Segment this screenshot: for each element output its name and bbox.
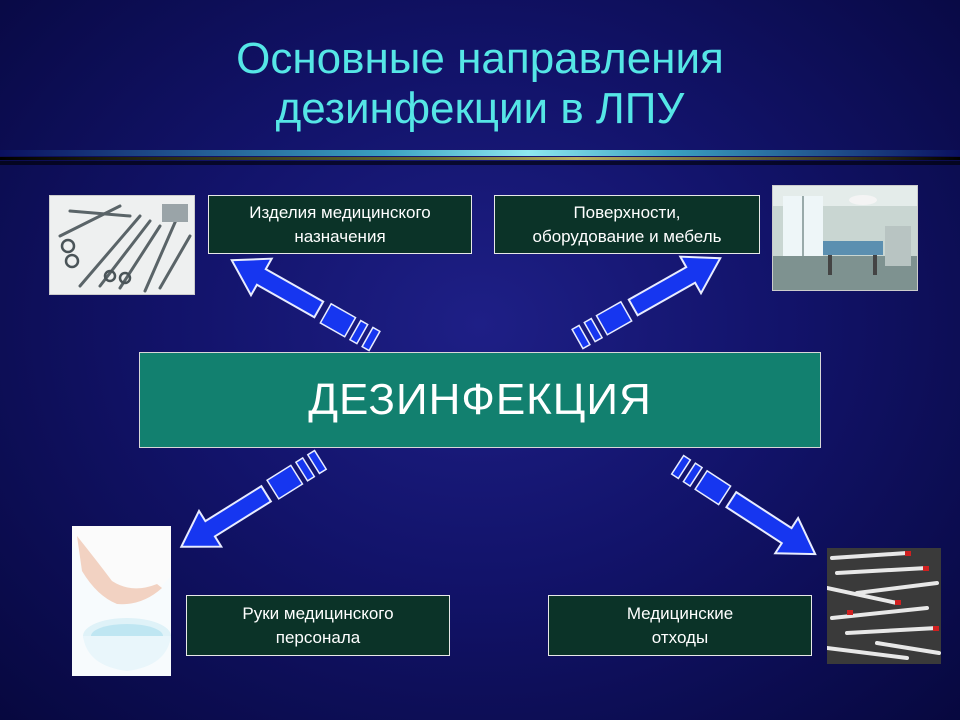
- box-medical-items-label: Изделия медицинского назначения: [249, 202, 431, 246]
- title-line-2: дезинфекции в ЛПУ: [275, 84, 685, 133]
- box-surfaces-equipment: Поверхности, оборудование и мебель: [494, 195, 760, 254]
- arrow-bottom-left: [169, 441, 333, 566]
- title-line-1: Основные направления: [236, 34, 724, 83]
- hospital-room-photo: [772, 185, 918, 291]
- box-staff-hands: Руки медицинского персонала: [186, 595, 450, 656]
- hands-washing-photo: [72, 526, 171, 676]
- syringes-waste-photo: [827, 548, 941, 664]
- surgical-instruments-photo: [49, 195, 195, 295]
- box-medical-waste-label: Медицинские отходы: [626, 603, 734, 647]
- disinfection-center-box: ДЕЗИНФЕКЦИЯ: [139, 352, 821, 448]
- arrow-top-right: [566, 238, 732, 359]
- arrow-top-left: [220, 240, 386, 361]
- title-divider-accent: [0, 157, 960, 160]
- box-medical-waste: Медицинские отходы: [548, 595, 812, 656]
- arrow-bottom-right: [665, 446, 828, 573]
- disinfection-center-label: ДЕЗИНФЕКЦИЯ: [308, 375, 652, 424]
- box-staff-hands-label: Руки медицинского персонала: [242, 603, 394, 647]
- box-surfaces-equipment-label: Поверхности, оборудование и мебель: [532, 202, 722, 246]
- box-medical-items: Изделия медицинского назначения: [208, 195, 472, 254]
- slide-title: Основные направления дезинфекции в ЛПУ: [0, 34, 960, 134]
- title-divider-shadow: [0, 161, 960, 165]
- title-divider: [0, 150, 960, 156]
